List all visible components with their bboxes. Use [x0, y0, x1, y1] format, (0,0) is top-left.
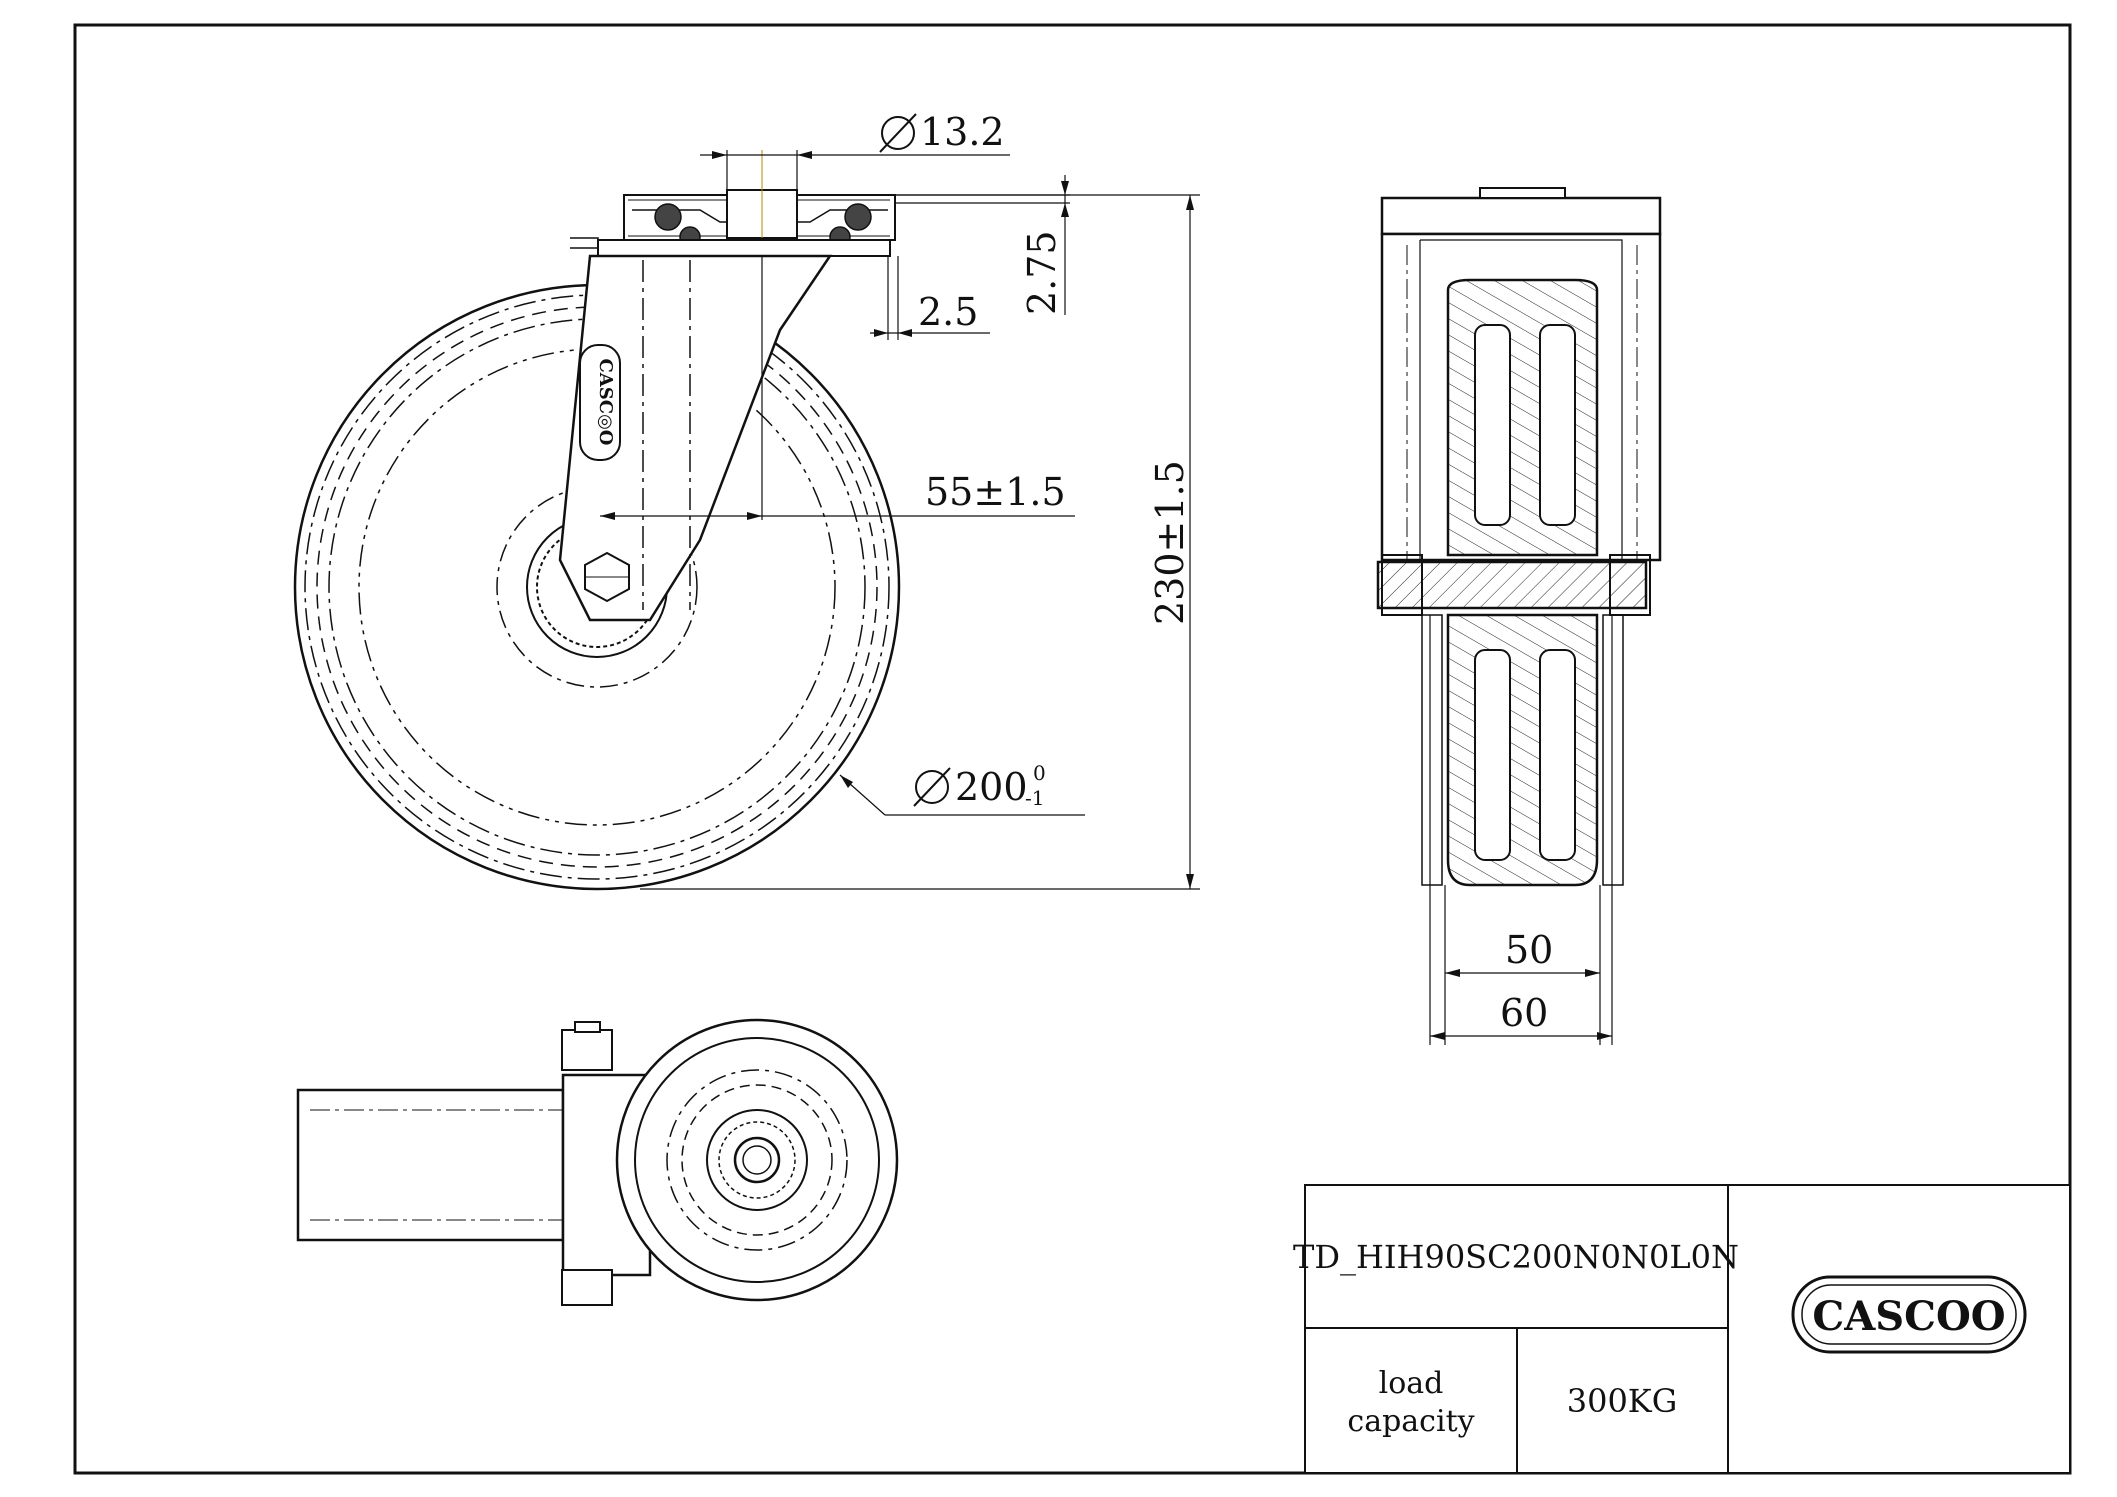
- dim-small-offset: 2.5: [870, 256, 990, 340]
- dim-tread-label: 50: [1505, 928, 1553, 972]
- axle-section: [1376, 560, 1648, 610]
- load-capacity-value: 300KG: [1567, 1382, 1678, 1420]
- dim-wheel-tol-lower: -1: [1025, 786, 1044, 810]
- dim-wheel-tol-upper: 0: [1033, 761, 1046, 785]
- dim-hub-width: 60: [1429, 615, 1613, 1045]
- drawing-border: [73, 23, 2072, 1475]
- drawing-number: TD_HIH90SC200N0N0L0N: [1293, 1238, 1739, 1276]
- dim-overall-height: 230±1.5: [640, 194, 1200, 890]
- dim-hub-label: 60: [1500, 991, 1548, 1035]
- top-plate-front: [570, 150, 896, 257]
- dim-swivel-offset: 55±1.5: [600, 470, 1075, 520]
- logo-text: CASCOO: [1812, 1293, 2005, 1340]
- dim-small-offset-label: 2.5: [918, 290, 978, 334]
- dim-bore-label: 13.2: [920, 110, 1005, 154]
- svg-text:CASC◎O: CASC◎O: [595, 358, 616, 445]
- dim-height-label: 230±1.5: [1148, 460, 1192, 625]
- dim-bore-diameter: 13.2: [700, 110, 1010, 190]
- top-view: [296, 1018, 899, 1306]
- side-view: 50 60: [1376, 187, 1662, 1045]
- front-view: CASC◎O 13.2 2.75: [293, 110, 1200, 891]
- dim-wheel-label: 200: [955, 765, 1028, 809]
- fork-front: CASC◎O: [558, 254, 833, 622]
- dim-tread-width: 50: [1444, 885, 1601, 1045]
- load-capacity-label-line1: load: [1379, 1366, 1444, 1401]
- load-capacity-label-line2: capacity: [1347, 1404, 1474, 1439]
- dim-swivel-label: 55±1.5: [925, 470, 1066, 514]
- casco-logo: CASCOO: [1791, 1275, 2027, 1354]
- title-block: TD_HIH90SC200N0N0L0N load capacity 300KG…: [1293, 1184, 2071, 1474]
- dim-thickness-label: 2.75: [1020, 230, 1064, 315]
- dim-wheel-diameter: 200 0 -1: [839, 761, 1085, 816]
